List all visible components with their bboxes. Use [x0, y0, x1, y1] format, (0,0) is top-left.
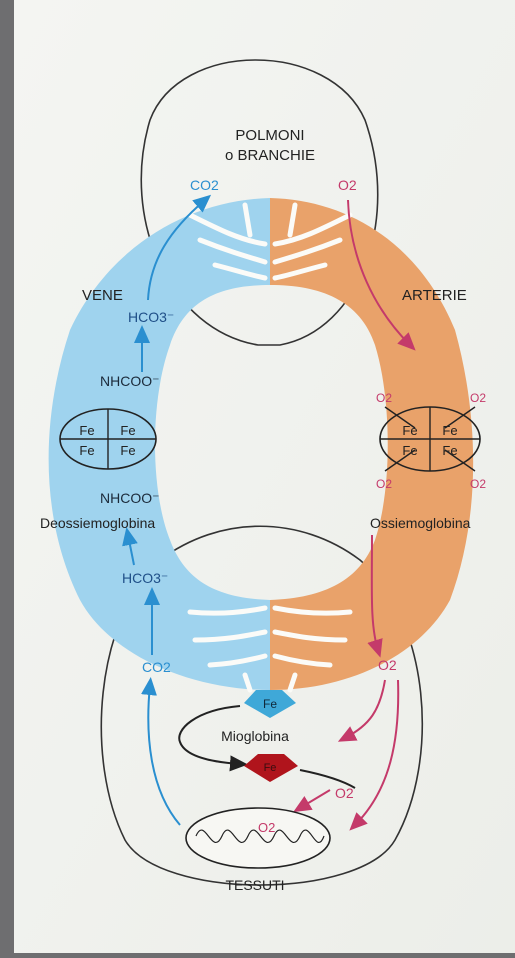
arteries-label: ARTERIE [402, 287, 467, 304]
myoglobin-fe-top: Fe [263, 697, 277, 711]
oxy-bound-o2-1: O2 [376, 391, 392, 405]
o2-mito-label: O2 [258, 820, 275, 835]
mitochondrion-icon [186, 808, 330, 868]
tissues-label: TESSUTI [225, 877, 284, 893]
deoxyhemoglobin-label: Deossiemoglobina [40, 515, 155, 531]
deoxy-fe-2: Fe [120, 423, 135, 438]
o2-bottom-label-2: O2 [335, 785, 354, 801]
hco3-top-label: HCO3⁻ [128, 309, 174, 325]
oxy-fe-1: Fe [402, 423, 417, 438]
lungs-title-line2: o BRANCHIE [225, 147, 315, 164]
hco3-bottom-label: HCO3⁻ [122, 570, 168, 586]
veins-label: VENE [82, 287, 123, 304]
o2-top-label: O2 [338, 177, 357, 193]
oxy-bound-o2-4: O2 [470, 477, 486, 491]
oxy-fe-3: Fe [402, 443, 417, 458]
deoxy-carbamate-bottom: NHCOO⁻ [100, 490, 160, 506]
oxy-fe-2: Fe [442, 423, 457, 438]
co2-top-label: CO2 [190, 177, 219, 193]
myoglobin-label: Mioglobina [221, 728, 289, 744]
deoxy-fe-4: Fe [120, 443, 135, 458]
oxy-bound-o2-3: O2 [376, 477, 392, 491]
co2-bottom-label: CO2 [142, 659, 171, 675]
deoxy-fe-3: Fe [79, 443, 94, 458]
oxyhemoglobin-label: Ossiemoglobina [370, 515, 471, 531]
oxy-fe-4: Fe [442, 443, 457, 458]
oxy-bound-o2-2: O2 [470, 391, 486, 405]
deoxy-heme-group: Fe Fe Fe Fe [60, 409, 156, 469]
lungs-title-line1: POLMONI [235, 127, 304, 144]
deoxy-carbamate-top: NHCOO⁻ [100, 373, 160, 389]
deoxy-fe-1: Fe [79, 423, 94, 438]
myoglobin-fe-bottom: Fe [264, 762, 277, 774]
o2-bottom-label: O2 [378, 657, 397, 673]
